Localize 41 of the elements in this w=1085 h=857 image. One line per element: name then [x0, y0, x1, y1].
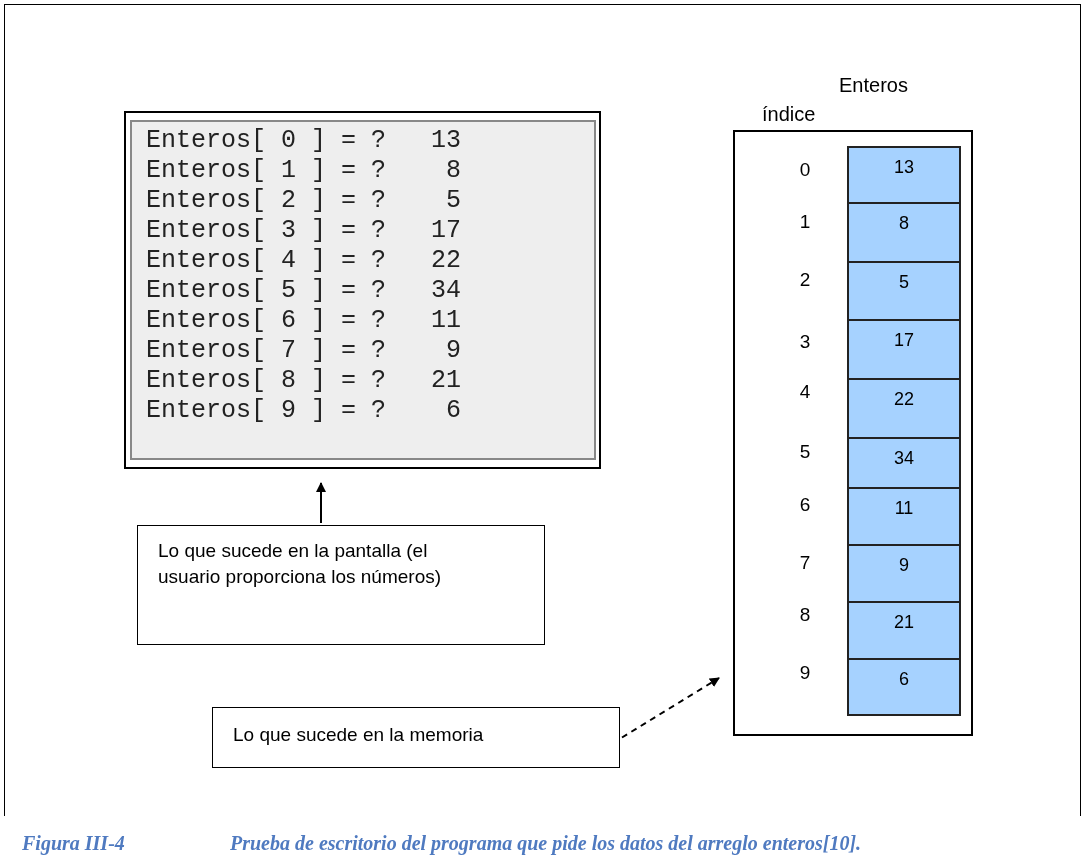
- callout-text: Lo que sucede en la memoria: [233, 723, 485, 747]
- index-number: 1: [798, 211, 812, 233]
- console-line: Enteros[ 4 ] = ? 22: [146, 246, 462, 276]
- screen-window: [124, 111, 601, 469]
- callout-box: [137, 525, 545, 645]
- index-number: 7: [798, 552, 812, 574]
- index-number: 6: [798, 494, 812, 516]
- array-cell: 13: [847, 146, 961, 204]
- array-cell: 6: [847, 658, 961, 716]
- index-number: 5: [798, 441, 812, 463]
- array-cell: 9: [847, 544, 961, 603]
- array-cell: 17: [847, 319, 961, 380]
- index-number: 8: [798, 604, 812, 626]
- figure-number: Figura III-4: [22, 831, 125, 857]
- console-line: Enteros[ 3 ] = ? 17: [146, 216, 462, 246]
- index-number: 0: [798, 159, 812, 181]
- arrow: [316, 482, 326, 524]
- index-number: 4: [798, 381, 812, 403]
- console-line: Enteros[ 9 ] = ? 6: [146, 396, 462, 426]
- column-heading: Enteros: [839, 73, 908, 98]
- callout-box: [212, 707, 620, 768]
- index-number: 9: [798, 662, 812, 684]
- array-cell: 5: [847, 261, 961, 321]
- console-line: Enteros[ 7 ] = ? 9: [146, 336, 462, 366]
- array-cell: 22: [847, 378, 961, 439]
- arrow: [621, 677, 720, 739]
- array-cell: 8: [847, 202, 961, 263]
- caption: Prueba de escritorio del programa que pide los datos del arreglo enteros[10].: [230, 831, 862, 857]
- console-line: Enteros[ 1 ] = ? 8: [146, 156, 462, 186]
- console-line: Enteros[ 0 ] = ? 13: [146, 126, 462, 156]
- array-cell: 11: [847, 487, 961, 546]
- column-heading: índice: [762, 102, 816, 127]
- console-line: Enteros[ 8 ] = ? 21: [146, 366, 462, 396]
- console-line: Enteros[ 6 ] = ? 11: [146, 306, 462, 336]
- index-number: 2: [798, 269, 812, 291]
- index-number: 3: [798, 331, 812, 353]
- array-cell: 21: [847, 601, 961, 660]
- callout-text: Lo que sucede en la pantalla (el usuario proporciona los números): [158, 539, 443, 589]
- console-line: Enteros[ 5 ] = ? 34: [146, 276, 462, 306]
- console-line: Enteros[ 2 ] = ? 5: [146, 186, 462, 216]
- array-cell: 34: [847, 437, 961, 489]
